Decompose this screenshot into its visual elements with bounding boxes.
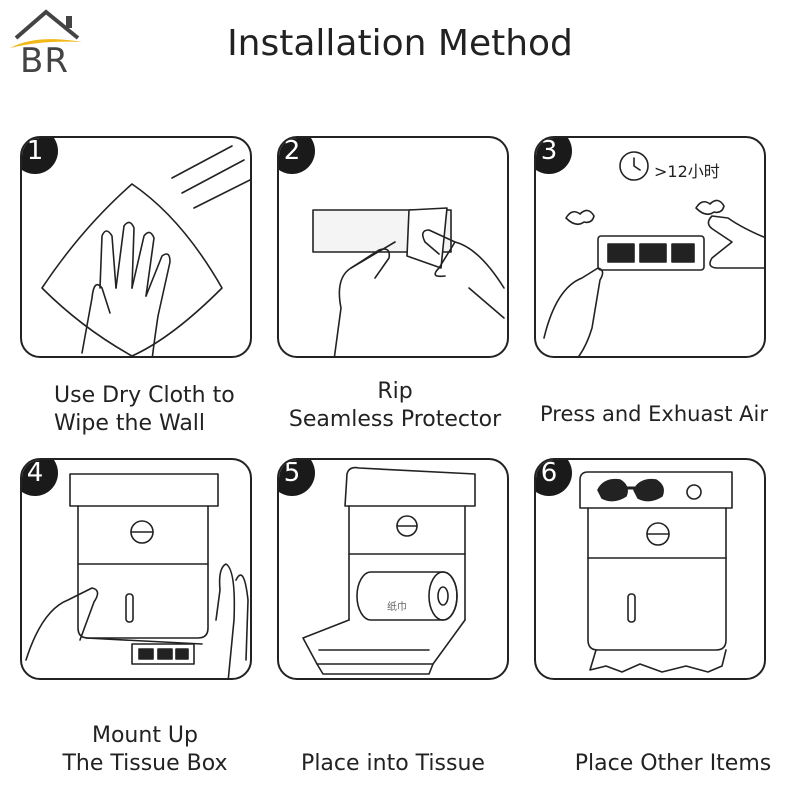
step-5-panel: 纸巾 5 [277, 458, 509, 680]
step-1-caption: Use Dry Cloth to Wipe the Wall [54, 383, 235, 436]
hands-pressing-adhesive-strip-icon [543, 151, 764, 356]
step-3-caption: Press and Exhuast Air [540, 402, 768, 426]
tissue-box-with-glasses-icon [579, 471, 733, 673]
hand-wiping-cloth-icon [41, 145, 250, 356]
step-1-badge: 1 [22, 138, 58, 174]
step-4-panel: 4 [20, 458, 252, 680]
step-6-caption: Place Other Items [574, 751, 772, 776]
brand-logo: BR [6, 4, 86, 82]
hands-mounting-tissue-box-icon [25, 473, 249, 678]
step-6-panel: 6 [534, 458, 766, 680]
clock-icon [619, 151, 649, 181]
house-roof-icon [10, 9, 82, 48]
step-5-badge: 5 [279, 460, 315, 496]
logo-text: BR [20, 41, 69, 81]
tissue-box-open-with-roll-icon [302, 466, 476, 675]
step-5-caption: Place into Tissue [301, 751, 485, 776]
timer-text: >12小时 [654, 162, 720, 181]
step-4-caption: Mount Up The Tissue Box [62, 723, 228, 776]
hands-peeling-protector-icon [312, 207, 505, 356]
step-2-panel: 2 [277, 136, 509, 358]
step-3-panel: >12小时 3 [534, 136, 766, 358]
step-3-badge: 3 [536, 138, 572, 174]
step-2-caption: Rip Seamless Protector [288, 379, 502, 432]
step-1-panel: 1 [20, 136, 252, 358]
roll-label: 纸巾 [387, 602, 407, 613]
page-title: Installation Method [227, 23, 573, 64]
